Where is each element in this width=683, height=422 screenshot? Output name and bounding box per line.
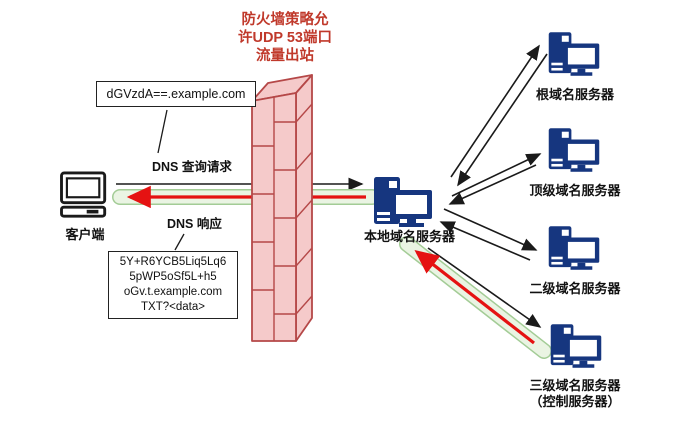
tld-server-label: 顶级域名服务器 xyxy=(529,183,621,198)
arrow-from-second xyxy=(439,221,531,261)
local-dns-server-icon xyxy=(372,177,434,227)
arrow-from-tld xyxy=(448,164,537,205)
firewall-policy-title: 防火墙策略允 许UDP 53端口 流量出站 xyxy=(205,11,365,65)
arrow-from-root xyxy=(457,53,548,187)
control-server-sublabel: （控制服务器） xyxy=(529,394,621,409)
control-server-icon xyxy=(549,322,603,370)
control-tunnel-arrow xyxy=(414,250,535,345)
client-computer-icon xyxy=(57,171,111,219)
tld-server-icon xyxy=(547,126,601,174)
response-data-line2: 5pWP5oSf5L+h5 xyxy=(129,271,217,283)
control-tunnel xyxy=(399,236,552,359)
second-level-server-icon xyxy=(547,224,601,272)
dns-query-label: DNS 查询请求 xyxy=(152,160,232,174)
firewall-policy-title-line2: 许UDP 53端口 xyxy=(237,30,332,46)
query-domain-box: dGVzdA==.example.com xyxy=(96,81,256,107)
firewall-policy-title-line1: 防火墙策略允 xyxy=(241,12,329,28)
local-dns-server-label: 本地域名服务器 xyxy=(363,229,455,244)
query-box-connector xyxy=(157,109,168,154)
response-data-line3: oGv.t.example.com xyxy=(123,286,223,298)
response-data-box: 5Y+R6YCB5Liq5Lq6 5pWP5oSf5L+h5 oGv.t.exa… xyxy=(108,251,238,319)
arrow-to-root xyxy=(450,44,540,178)
response-data-line1: 5Y+R6YCB5Liq5Lq6 xyxy=(119,256,227,268)
response-label-connector xyxy=(174,233,185,251)
firewall-policy-title-line3: 流量出站 xyxy=(256,48,314,64)
response-data-line4: TXT?<data> xyxy=(141,301,205,313)
arrow-to-second xyxy=(443,208,538,251)
firewall-wall xyxy=(251,74,313,342)
root-server-icon xyxy=(547,30,601,78)
arrow-to-control xyxy=(427,247,542,328)
second-level-server-label: 二级域名服务器 xyxy=(529,281,621,296)
arrow-to-tld xyxy=(451,153,542,197)
client-label: 客户端 xyxy=(65,227,105,242)
dns-response-label: DNS 响应 xyxy=(167,217,222,231)
control-server-label: 三级域名服务器 xyxy=(529,378,621,393)
root-server-label: 根域名服务器 xyxy=(535,87,614,102)
